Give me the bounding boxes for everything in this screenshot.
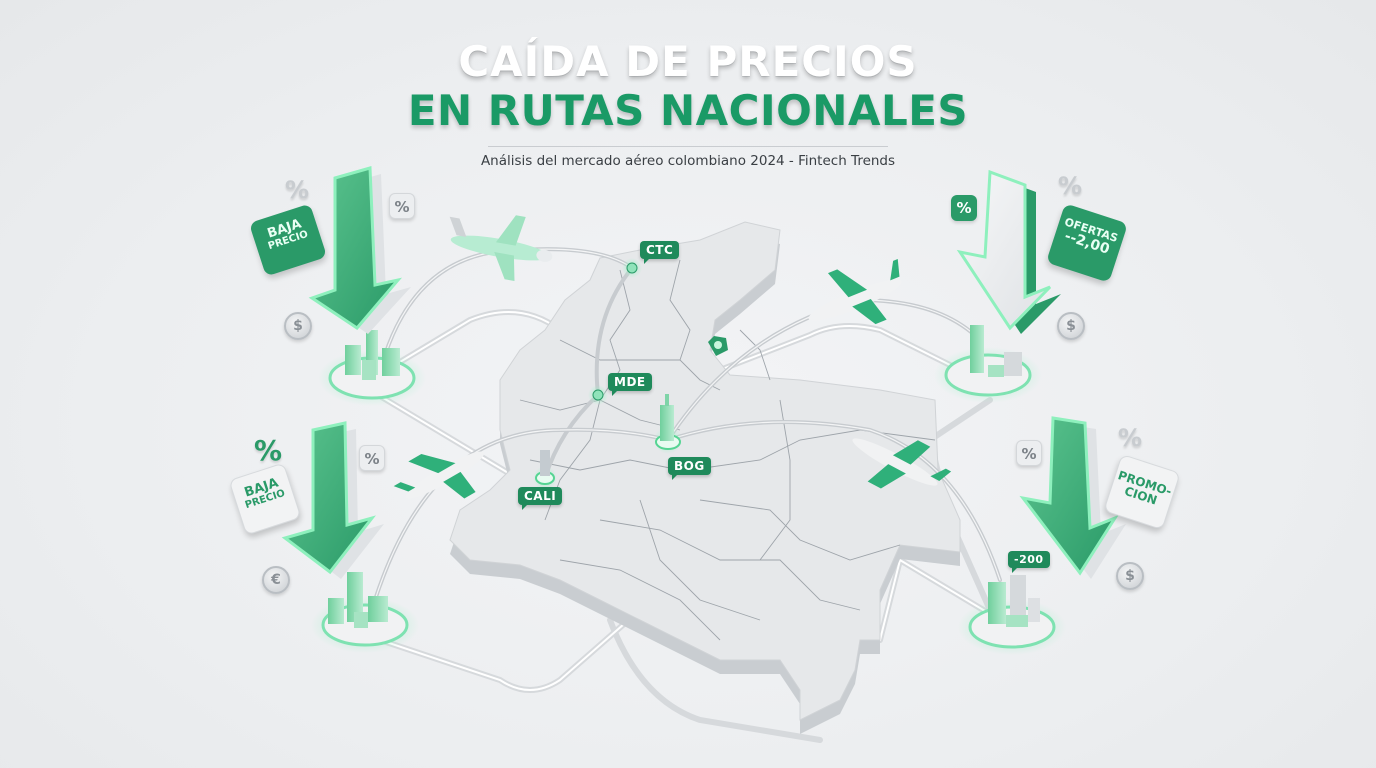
percent-icon: % xyxy=(1016,440,1042,466)
title-line-2: EN RUTAS NACIONALES xyxy=(407,86,969,135)
city-label-ctc: CTC xyxy=(640,241,680,264)
title-divider xyxy=(488,146,888,147)
down-arrow-icon-top-left xyxy=(308,166,411,334)
platform-bottom-right xyxy=(958,575,1066,655)
city-label-bog: BOG xyxy=(668,457,711,480)
city-label-cali: CALI xyxy=(518,487,563,510)
down-arrow-icon-bottom-left xyxy=(281,421,384,579)
platform-top-left xyxy=(318,330,426,406)
coin-icon: $ xyxy=(284,312,312,340)
city-nodes xyxy=(533,258,728,490)
percent-icon: % xyxy=(285,176,310,204)
coin-icon: $ xyxy=(1116,562,1144,590)
title-line-1: CAÍDA DE PRECIOS xyxy=(458,37,918,86)
percent-icon: % xyxy=(1118,424,1143,452)
percent-icon: % xyxy=(254,434,283,467)
platform-top-right xyxy=(934,325,1042,403)
platform-bottom-left xyxy=(311,572,419,653)
airplane-icon-4 xyxy=(852,438,952,489)
down-arrow-icon-bottom-right xyxy=(1019,416,1126,579)
airplane-icon-1 xyxy=(449,215,553,282)
percent-icon: % xyxy=(389,193,415,219)
percent-icon: % xyxy=(1058,172,1083,200)
percent-icon: % xyxy=(951,195,977,221)
header: CAÍDA DE PRECIOS EN RUTAS NACIONALES Aná… xyxy=(0,37,1376,170)
airplane-icon-2 xyxy=(808,258,902,325)
coin-icon: $ xyxy=(1057,312,1085,340)
coin-icon: € xyxy=(262,566,290,594)
location-pin-icon xyxy=(708,336,728,356)
bog-tower xyxy=(660,405,674,441)
subtitle: Análisis del mercado aéreo colombiano 20… xyxy=(480,153,896,169)
city-label-mde: MDE xyxy=(608,373,652,396)
price-tag: -200 xyxy=(1008,551,1050,573)
airplane-icon-3 xyxy=(393,451,485,499)
down-arrow-icon-top-right xyxy=(956,169,1061,334)
percent-icon: % xyxy=(359,445,385,471)
